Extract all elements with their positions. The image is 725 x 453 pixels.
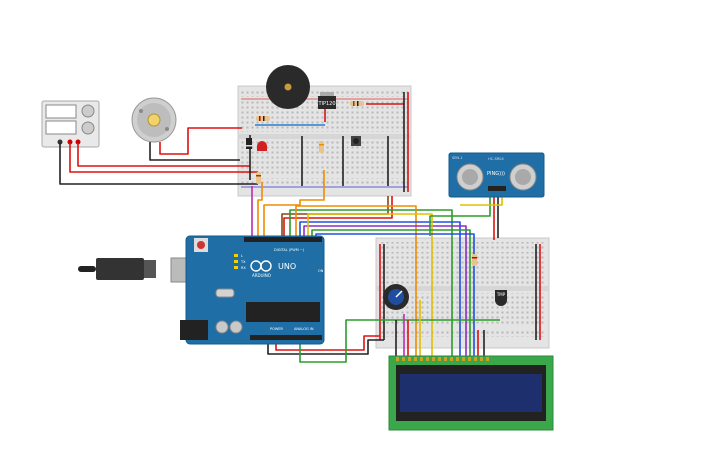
ultrasonic-label: PING))) [487, 171, 505, 177]
potentiometer [383, 284, 409, 310]
resistor-4 [256, 172, 261, 184]
ultrasonic-tag: SEN-1 [452, 156, 463, 160]
arduino-uno: UNO ARDUINO DIGITAL (PWM ~) POWER ANALOG… [78, 235, 325, 345]
ultrasonic-model: HC-SR04 [488, 157, 504, 161]
arduino-on-label: ON [318, 269, 324, 273]
push-button [351, 136, 361, 146]
arduino-l-label: L [241, 254, 243, 258]
power-supply [41, 100, 100, 148]
led-red [257, 141, 267, 151]
arduino-digital-label: DIGITAL (PWM ~) [274, 248, 305, 252]
arduino-power-label: POWER [270, 327, 284, 331]
dc-motor [131, 97, 177, 143]
temperature-sensor: TMP [495, 290, 507, 306]
wires [59, 92, 541, 363]
arduino-analog-label: ANALOG IN [294, 327, 314, 331]
resistor-3 [319, 141, 324, 153]
arduino-tx-label: TX [240, 260, 246, 264]
resistor-2 [256, 116, 270, 121]
arduino-model: UNO [278, 262, 296, 271]
transistor-tip120: TIP120 [317, 92, 336, 109]
resistor-5 [472, 254, 477, 266]
lcd-display [388, 355, 554, 431]
transistor-label: TIP120 [317, 101, 335, 107]
buzzer [266, 65, 310, 109]
arduino-rx-label: RX [241, 266, 246, 270]
usb-plug [96, 258, 144, 280]
ultrasonic-sensor: PING))) HC-SR04 SEN-1 [448, 152, 545, 198]
arduino-brand: ARDUINO [252, 273, 271, 278]
usb-cable [78, 266, 96, 272]
resistor-1 [350, 101, 364, 106]
temp-sensor-label: TMP [496, 292, 506, 297]
diode [246, 138, 252, 149]
